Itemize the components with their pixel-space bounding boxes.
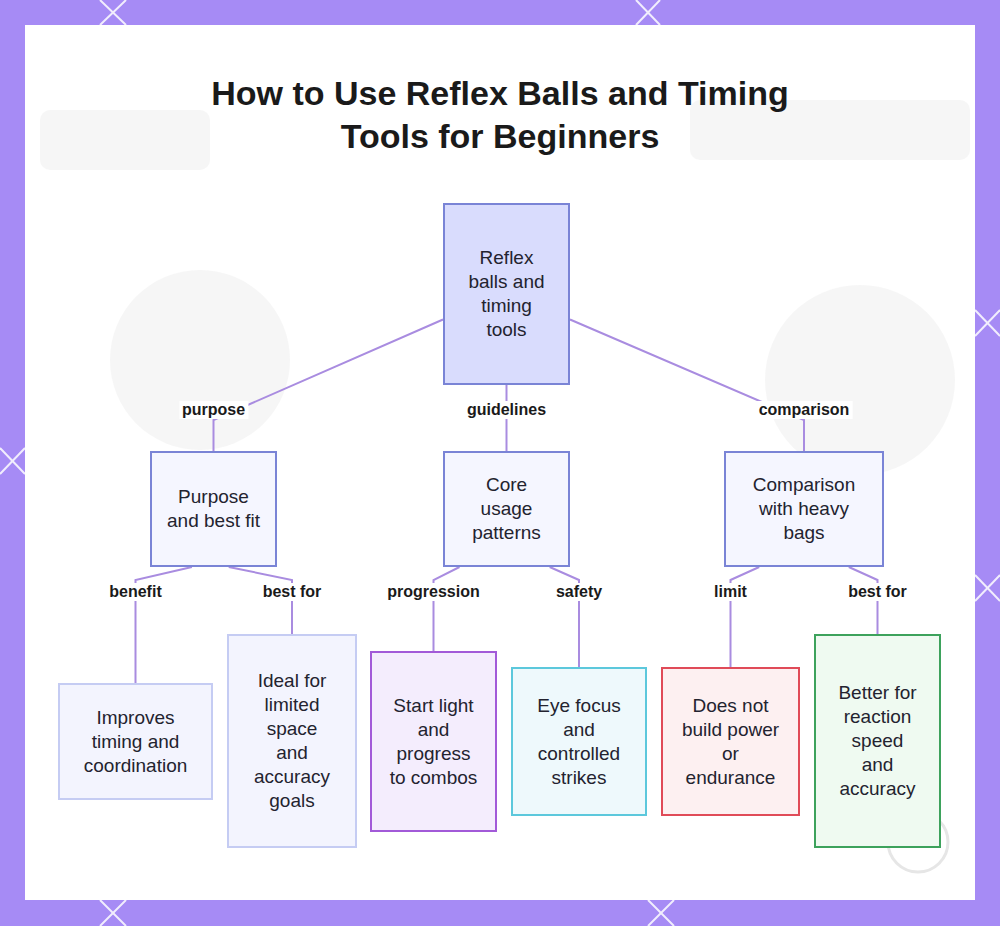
topic-box: Eye focus and controlled strikes [511, 667, 647, 816]
root-box: Reflex balls and timing tools [443, 203, 570, 385]
edge-label: best for [260, 583, 325, 601]
connector-line [434, 567, 460, 651]
node-label: Does not build power or endurance [681, 694, 780, 790]
connector-line [570, 319, 804, 451]
diagram-title: How to Use Reflex Balls and Timing Tools… [195, 72, 805, 158]
node-label: Better for reaction speed and accuracy [834, 681, 921, 801]
topic-box: Start light and progress to combos [370, 651, 497, 832]
topic-box: Improves timing and coordination [58, 683, 213, 800]
topic-box: Purpose and best fit [150, 451, 277, 567]
node-label: Ideal for limited space and accuracy goa… [249, 669, 335, 813]
edge-label: benefit [106, 583, 164, 601]
node-label: Core usage patterns [459, 473, 554, 545]
topic-box: Does not build power or endurance [661, 667, 800, 816]
edge-label: guidelines [464, 401, 549, 419]
topic-box: Better for reaction speed and accuracy [814, 634, 941, 848]
node-label: Reflex balls and timing tools [463, 246, 550, 342]
topic-box: Core usage patterns [443, 451, 570, 567]
node-label: Comparison with heavy bags [740, 473, 868, 545]
topic-box: Ideal for limited space and accuracy goa… [227, 634, 357, 848]
connector-line [214, 319, 444, 451]
connector-line [731, 567, 760, 667]
edge-label: comparison [756, 401, 853, 419]
topic-box: Comparison with heavy bags [724, 451, 884, 567]
node-label: Improves timing and coordination [84, 706, 188, 778]
node-label: Eye focus and controlled strikes [531, 694, 627, 790]
edge-label: safety [553, 583, 605, 601]
edge-label: best for [845, 583, 910, 601]
edge-label: progression [384, 583, 482, 601]
connector-line [550, 567, 579, 667]
node-label: Start light and progress to combos [388, 694, 479, 790]
node-label: Purpose and best fit [166, 485, 261, 533]
edge-label: purpose [179, 401, 248, 419]
edge-label: limit [711, 583, 750, 601]
